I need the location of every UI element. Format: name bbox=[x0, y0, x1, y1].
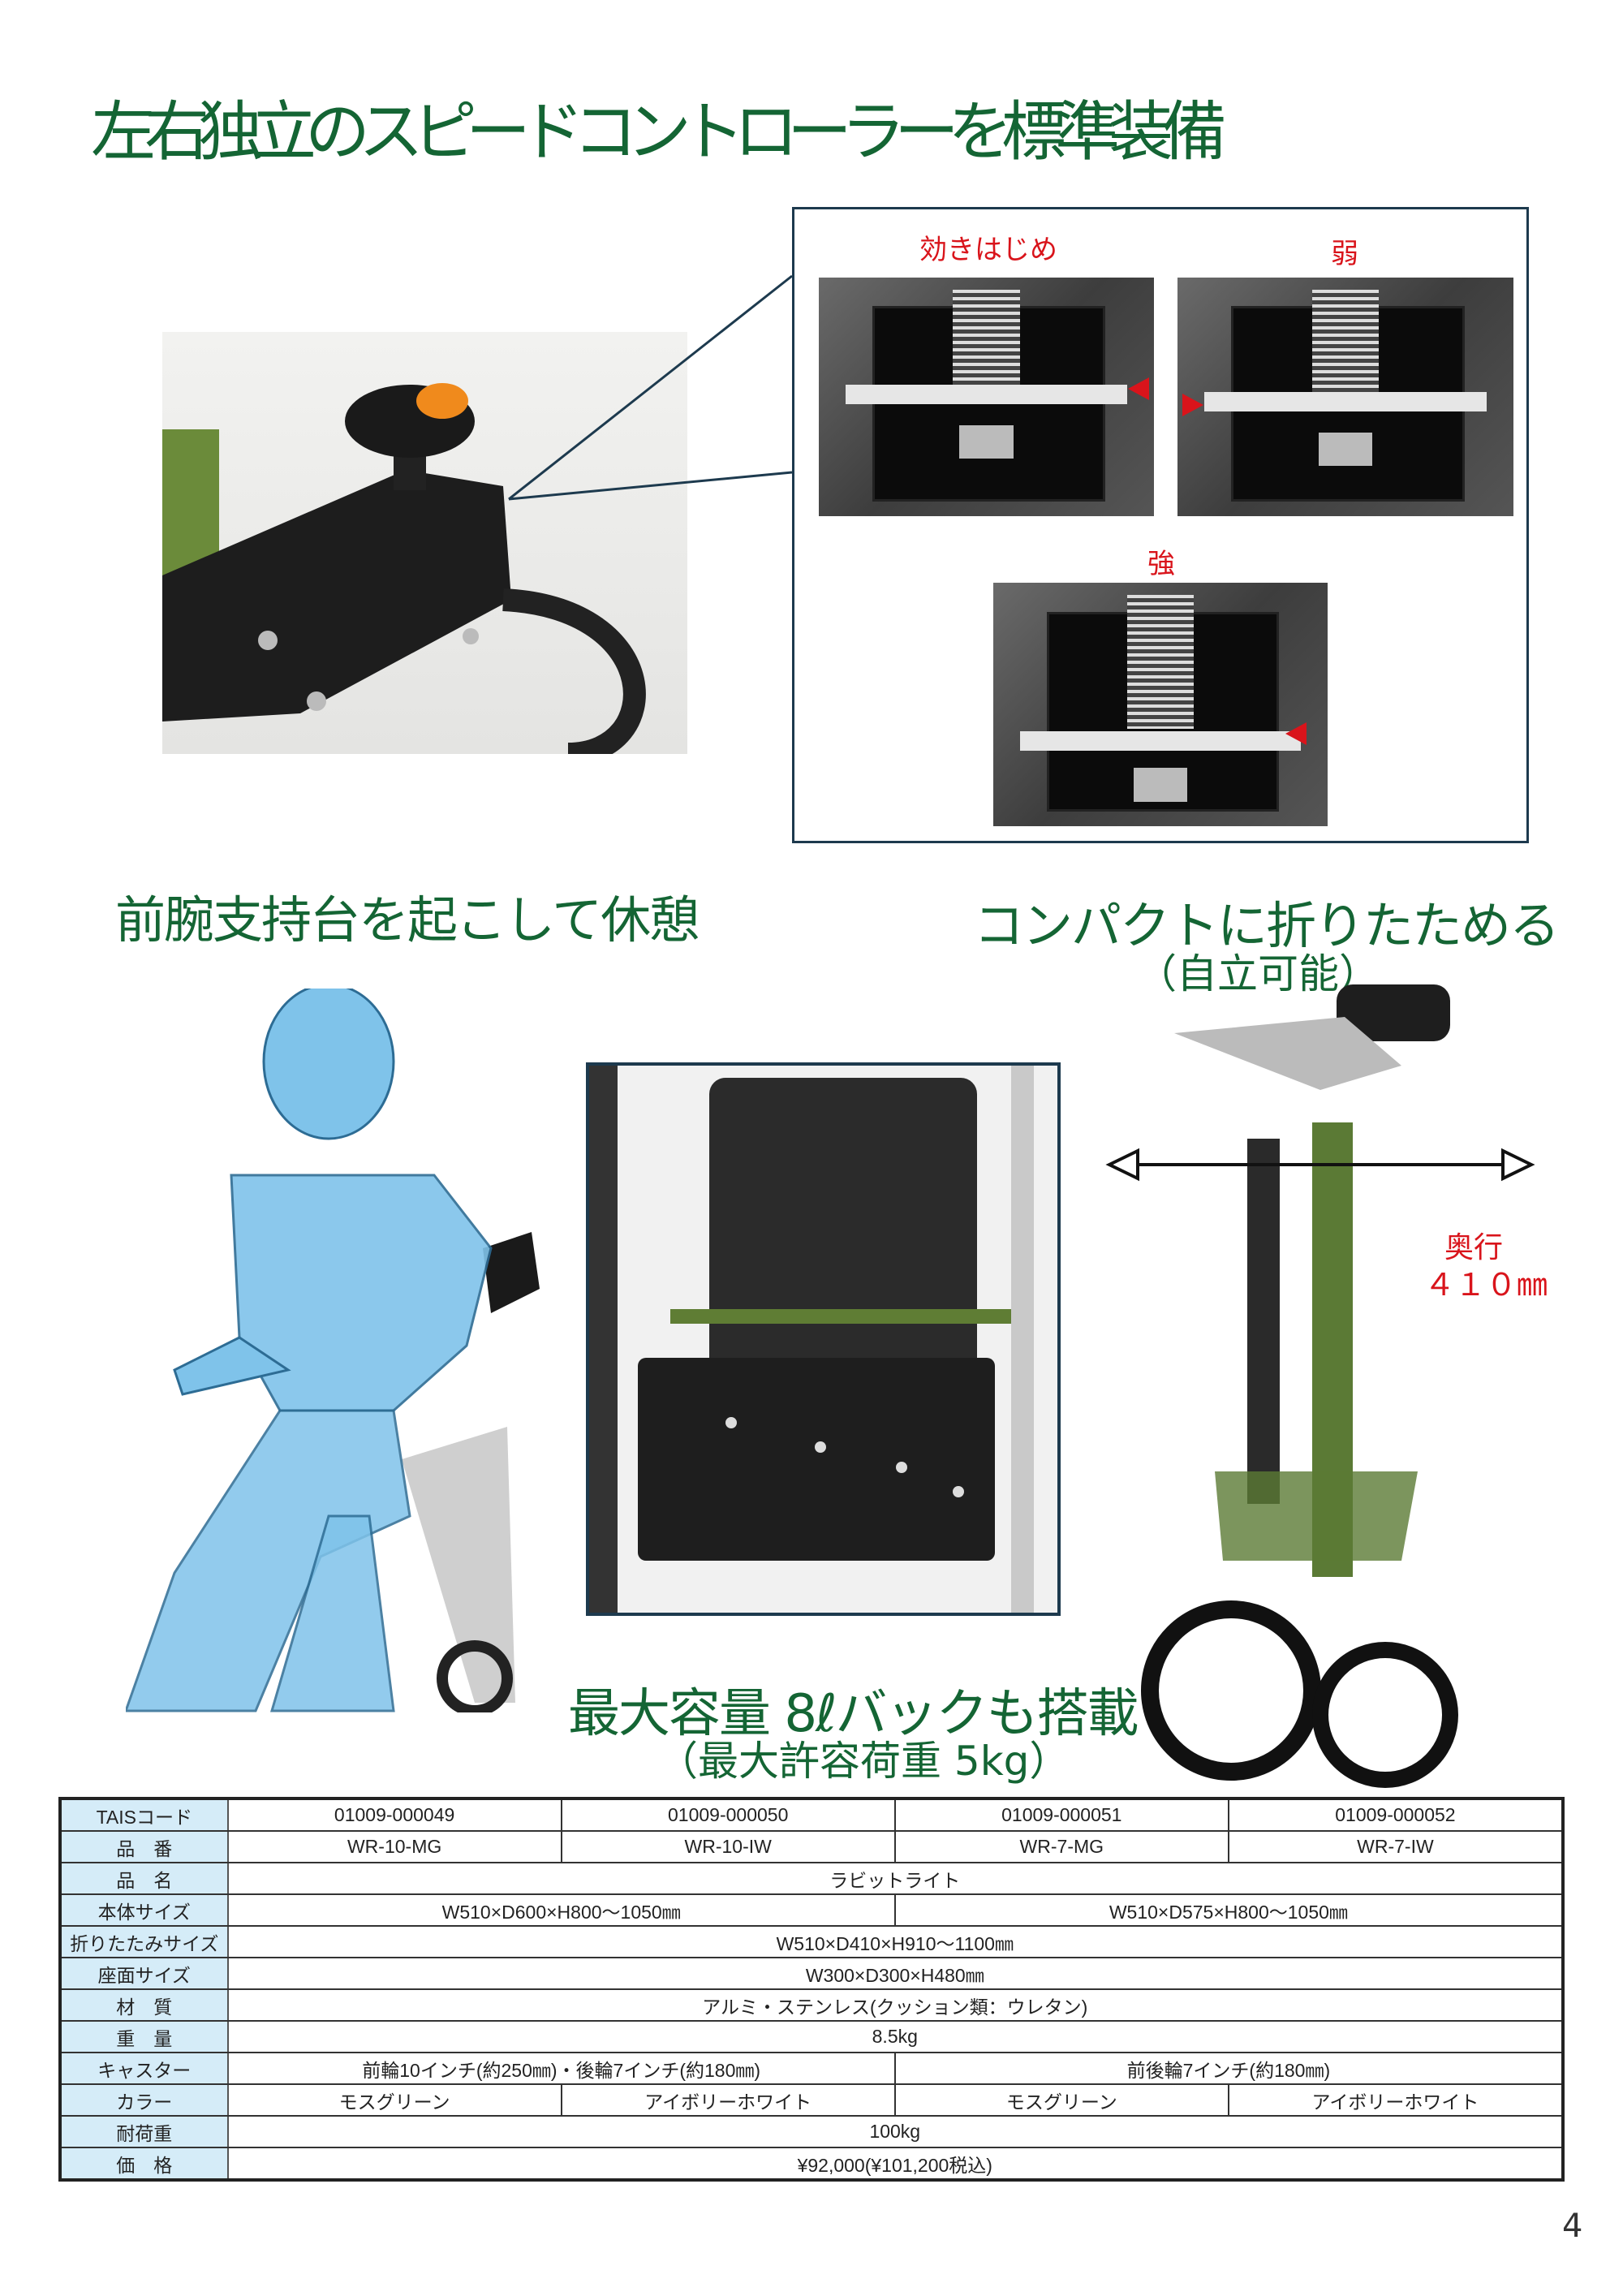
depth-value: ４１０㎜ bbox=[1424, 1267, 1548, 1303]
row-label: 折りたたみサイズ bbox=[59, 1925, 229, 1958]
table-cell: WR-7-IW bbox=[1228, 1830, 1565, 1863]
table-cell: アイボリーホワイト bbox=[1228, 2083, 1565, 2117]
row-label: 座面サイズ bbox=[59, 1957, 229, 1990]
heading-bag: 最大容量 8ℓバックも搭載 bbox=[568, 1684, 1139, 1744]
photo-start bbox=[819, 278, 1154, 516]
label-strong: 強 bbox=[1147, 548, 1175, 580]
person-resting-illustration bbox=[126, 989, 540, 1712]
label-weak: 弱 bbox=[1331, 238, 1358, 270]
row-label: 材 質 bbox=[59, 1988, 229, 2022]
speed-controller-illustration bbox=[162, 383, 646, 754]
table-row: カラーモスグリーンアイボリーホワイトモスグリーンアイボリーホワイト bbox=[59, 2083, 1565, 2117]
table-cell: アルミ・ステンレス(クッション類：ウレタン) bbox=[227, 1988, 1565, 2022]
row-label: 重 量 bbox=[59, 2020, 229, 2053]
table-cell: 前後輪7インチ(約180㎜) bbox=[894, 2052, 1565, 2085]
red-arrow-icon bbox=[1285, 722, 1307, 745]
table-cell: 01009-000052 bbox=[1228, 1798, 1565, 1832]
row-label: 価 格 bbox=[59, 2147, 229, 2181]
table-cell: 01009-000051 bbox=[894, 1798, 1229, 1832]
compact-subtitle: （自立可能） bbox=[1136, 950, 1380, 997]
red-arrow-icon bbox=[1128, 377, 1149, 400]
heading-rest: 前腕支持台を起こして休憩 bbox=[115, 890, 700, 950]
table-cell: 100kg bbox=[227, 2115, 1565, 2148]
table-cell: W510×D575×H800～1050㎜ bbox=[894, 1893, 1565, 1927]
photo-weak bbox=[1177, 278, 1513, 516]
row-label: 品 名 bbox=[59, 1862, 229, 1895]
table-cell: 01009-000050 bbox=[561, 1798, 896, 1832]
bag-illustration bbox=[589, 1066, 1057, 1613]
table-cell: W510×D410×H910～1100㎜ bbox=[227, 1925, 1565, 1958]
table-cell: W300×D300×H480㎜ bbox=[227, 1957, 1565, 1990]
speed-controller-photo bbox=[162, 332, 687, 754]
row-label: カラー bbox=[59, 2083, 229, 2117]
speed-detail-box bbox=[792, 207, 1529, 843]
table-row: キャスター前輪10インチ(約250㎜)・後輪7インチ(約180㎜)前後輪7インチ… bbox=[59, 2052, 1565, 2085]
row-label: TAISコード bbox=[59, 1798, 229, 1832]
bag-photo bbox=[586, 1062, 1061, 1616]
table-row: 価 格¥92,000(¥101,200税込) bbox=[59, 2147, 1565, 2181]
photo-strong bbox=[993, 583, 1328, 826]
table-cell: 8.5kg bbox=[227, 2020, 1565, 2053]
table-cell: モスグリーン bbox=[894, 2083, 1229, 2117]
page-title: 左右独立のスピードコントローラーを標準装備 bbox=[91, 94, 1227, 170]
row-label: 品 番 bbox=[59, 1830, 229, 1863]
table-cell: WR-7-MG bbox=[894, 1830, 1229, 1863]
table-cell: WR-10-IW bbox=[561, 1830, 896, 1863]
table-cell: ラビットライト bbox=[227, 1862, 1565, 1895]
bag-subtitle: （最大許容荷重 5kg） bbox=[657, 1738, 1070, 1785]
row-label: キャスター bbox=[59, 2052, 229, 2085]
table-row: 材 質アルミ・ステンレス(クッション類：ウレタン) bbox=[59, 1988, 1565, 2022]
callout-lines bbox=[508, 274, 793, 501]
row-label: 耐荷重 bbox=[59, 2115, 229, 2148]
depth-label: 奥行 bbox=[1444, 1231, 1504, 1264]
folded-walker-illustration bbox=[1105, 984, 1535, 1788]
table-cell: アイボリーホワイト bbox=[561, 2083, 896, 2117]
red-arrow-icon bbox=[1182, 394, 1203, 416]
table-cell: ¥92,000(¥101,200税込) bbox=[227, 2147, 1565, 2181]
label-start: 効きはじめ bbox=[919, 234, 1057, 266]
table-row: 品 名ラビットライト bbox=[59, 1862, 1565, 1895]
table-cell: 01009-000049 bbox=[227, 1798, 562, 1832]
table-cell: WR-10-MG bbox=[227, 1830, 562, 1863]
table-cell: 前輪10インチ(約250㎜)・後輪7インチ(約180㎜) bbox=[227, 2052, 896, 2085]
heading-compact: コンパクトに折りたためる bbox=[974, 896, 1560, 955]
table-cell: W510×D600×H800～1050㎜ bbox=[227, 1893, 896, 1927]
row-label: 本体サイズ bbox=[59, 1893, 229, 1927]
page-number: 4 bbox=[1562, 2208, 1583, 2245]
table-cell: モスグリーン bbox=[227, 2083, 562, 2117]
